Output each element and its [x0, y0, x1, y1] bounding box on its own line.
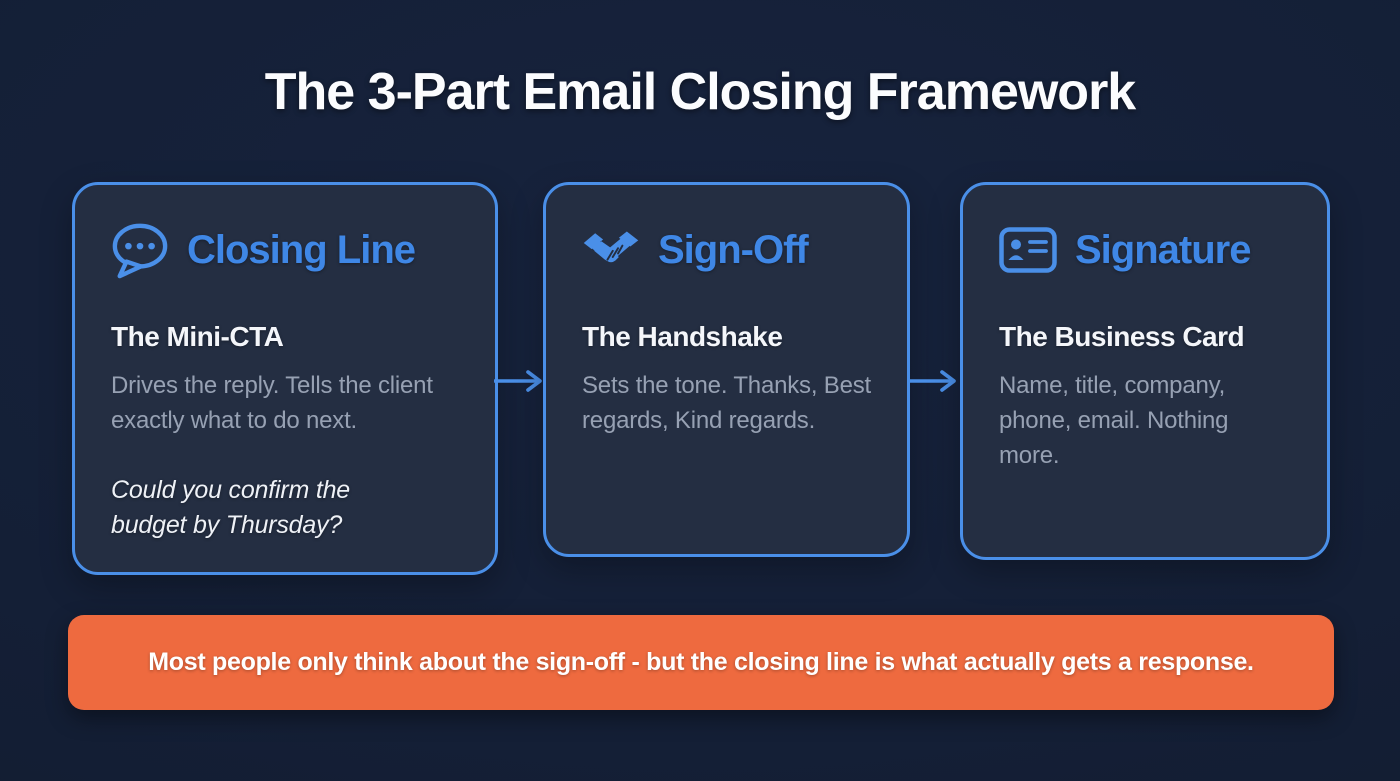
card-description: Drives the reply. Tells the client exact…: [111, 372, 433, 434]
callout-banner: Most people only think about the sign-of…: [68, 615, 1334, 710]
card-signature-header: Signature: [999, 219, 1291, 281]
handshake-icon: [582, 228, 640, 272]
card-example-text: Could you confirm the budget by Thursday…: [111, 475, 350, 539]
card-sign-off: Sign-Off The Handshake Sets the tone. Th…: [543, 182, 910, 557]
card-description: Sets the tone. Thanks, Best regards, Kin…: [582, 372, 871, 434]
callout-text: Most people only think about the sign-of…: [148, 648, 1254, 676]
speech-bubble-icon: [111, 221, 169, 279]
card-signature: Signature The Business Card Name, title,…: [960, 182, 1330, 560]
card-subtitle: The Business Card: [999, 321, 1245, 352]
card-title: Sign-Off: [658, 227, 809, 272]
id-card-icon: [999, 227, 1057, 273]
card-description: Name, title, company, phone, email. Noth…: [999, 372, 1229, 469]
card-subtitle: The Handshake: [582, 321, 783, 352]
card-title: Closing Line: [187, 227, 416, 272]
card-subtitle: The Mini-CTA: [111, 321, 284, 352]
card-closing-line: Closing Line The Mini-CTA Drives the rep…: [72, 182, 498, 575]
card-title: Signature: [1075, 227, 1251, 272]
flow-arrow-icon: [493, 368, 546, 394]
card-sign-off-header: Sign-Off: [582, 219, 871, 281]
page-title: The 3-Part Email Closing Framework: [264, 63, 1136, 121]
card-closing-line-header: Closing Line: [111, 219, 459, 281]
flow-arrow-icon: [907, 368, 960, 394]
